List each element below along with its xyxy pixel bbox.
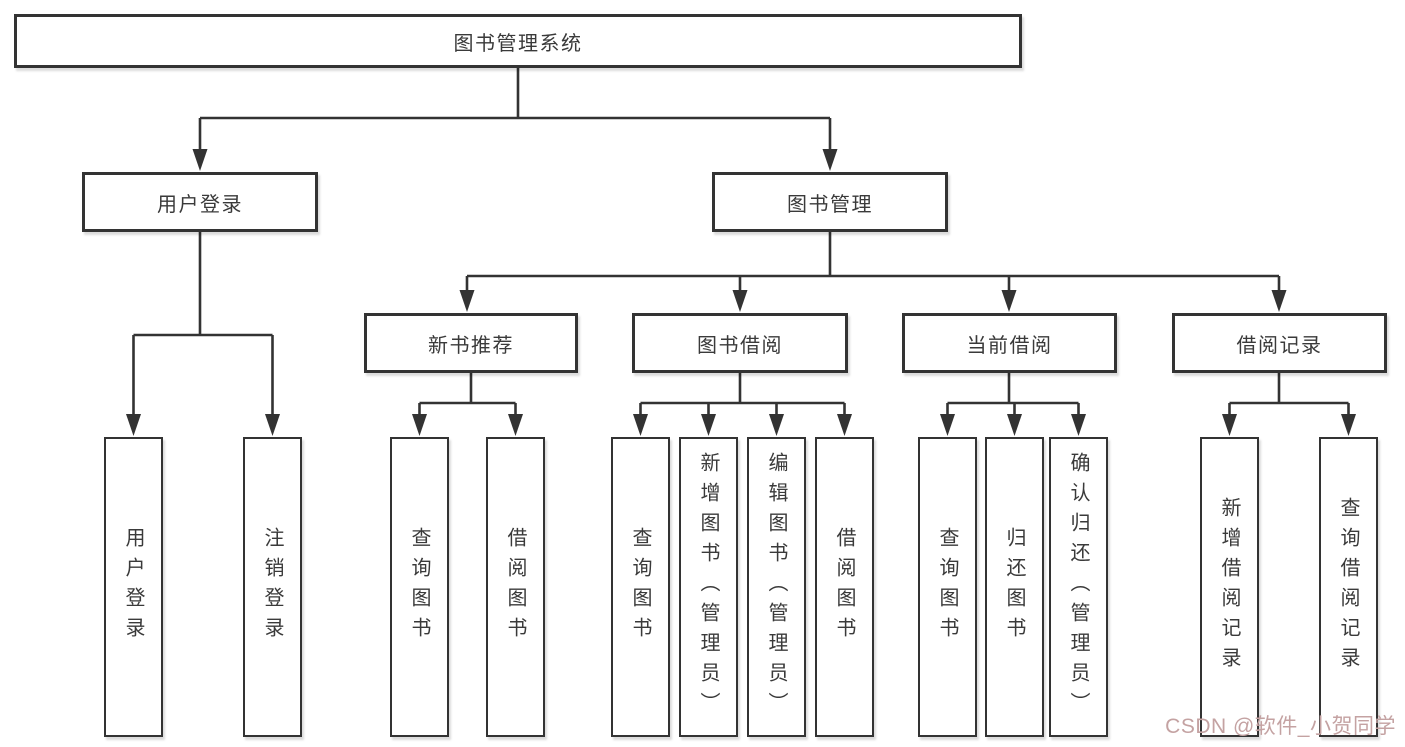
leaf-return-books: 归还图书 [985,437,1044,737]
node-user-login: 用户登录 [82,172,318,232]
leaf-borrow-books: 借阅图书 [815,437,874,737]
leaf-user-login: 用户登录 [104,437,163,737]
arrow-icon [837,414,852,436]
node-label: 新书推荐 [428,334,514,357]
arrow-icon [265,414,280,436]
leaf-add-borrow-record: 新增借阅记录 [1200,437,1259,737]
node-label: 借阅图书 [504,527,526,647]
arrow-icon [412,414,427,436]
node-label: 编辑图书（管理员） [765,452,787,722]
node-label: 借阅图书 [833,527,855,647]
arrow-icon [192,149,208,171]
arrow-icon [459,290,475,312]
node-label: 归还图书 [1003,527,1025,647]
node-book-borrow: 图书借阅 [632,313,848,373]
node-label: 借阅记录 [1236,334,1323,357]
leaf-borrow-books-recommend: 借阅图书 [486,437,545,737]
connector-book-borrow-branch [639,373,846,416]
arrow-icon [1007,414,1022,436]
node-label: 新增图书（管理员） [697,452,719,722]
connector-user-login-branch [132,232,274,416]
node-label: 当前借阅 [966,334,1053,357]
node-label: 用户登录 [122,527,144,647]
connector-borrow-records-branch [1228,373,1350,416]
leaf-query-books-borrow: 查询图书 [611,437,670,737]
connector-new-book-branch [418,373,517,416]
arrow-icon [1222,414,1237,436]
leaf-edit-books-admin: 编辑图书（管理员） [747,437,806,737]
node-label: 查询借阅记录 [1337,497,1359,677]
arrow-icon [769,414,784,436]
connector-paths [132,68,1350,416]
arrowheads [126,149,1356,436]
arrow-icon [1271,290,1287,312]
leaf-query-books-recommend: 查询图书 [390,437,449,737]
arrow-icon [701,414,716,436]
arrow-icon [822,149,838,171]
node-label: 新增借阅记录 [1218,497,1240,677]
arrow-icon [633,414,648,436]
node-label: 注销登录 [261,527,283,647]
node-label: 图书借阅 [697,334,783,357]
arrow-icon [1001,290,1017,312]
node-borrow-records: 借阅记录 [1172,313,1387,373]
leaf-confirm-return-admin: 确认归还（管理员） [1049,437,1108,737]
node-label: 用户登录 [157,193,243,216]
arrow-icon [1071,414,1086,436]
connector-root-to-level1 [198,68,832,150]
arrow-icon [126,414,141,436]
csdn-watermark: CSDN @软件_小贺同学 [1165,715,1396,738]
node-root-system: 图书管理系统 [14,14,1022,68]
node-label: 查询图书 [936,527,958,647]
leaf-query-borrow-record: 查询借阅记录 [1319,437,1378,737]
arrow-icon [508,414,523,436]
node-label: 确认归还（管理员） [1067,452,1089,722]
node-label: 查询图书 [629,527,651,647]
node-label: 图书管理 [787,193,873,216]
node-label: 图书管理系统 [453,32,583,55]
node-current-borrow: 当前借阅 [902,313,1117,373]
arrow-icon [1341,414,1356,436]
arrow-icon [940,414,955,436]
leaf-logout: 注销登录 [243,437,302,737]
connector-current-borrow-branch [946,373,1080,416]
leaf-query-books-current: 查询图书 [918,437,977,737]
leaf-add-books-admin: 新增图书（管理员） [679,437,738,737]
node-new-book-recommend: 新书推荐 [364,313,578,373]
connector-book-management-branch [465,232,1281,293]
node-book-management: 图书管理 [712,172,948,232]
arrow-icon [732,290,748,312]
node-label: 查询图书 [408,527,430,647]
